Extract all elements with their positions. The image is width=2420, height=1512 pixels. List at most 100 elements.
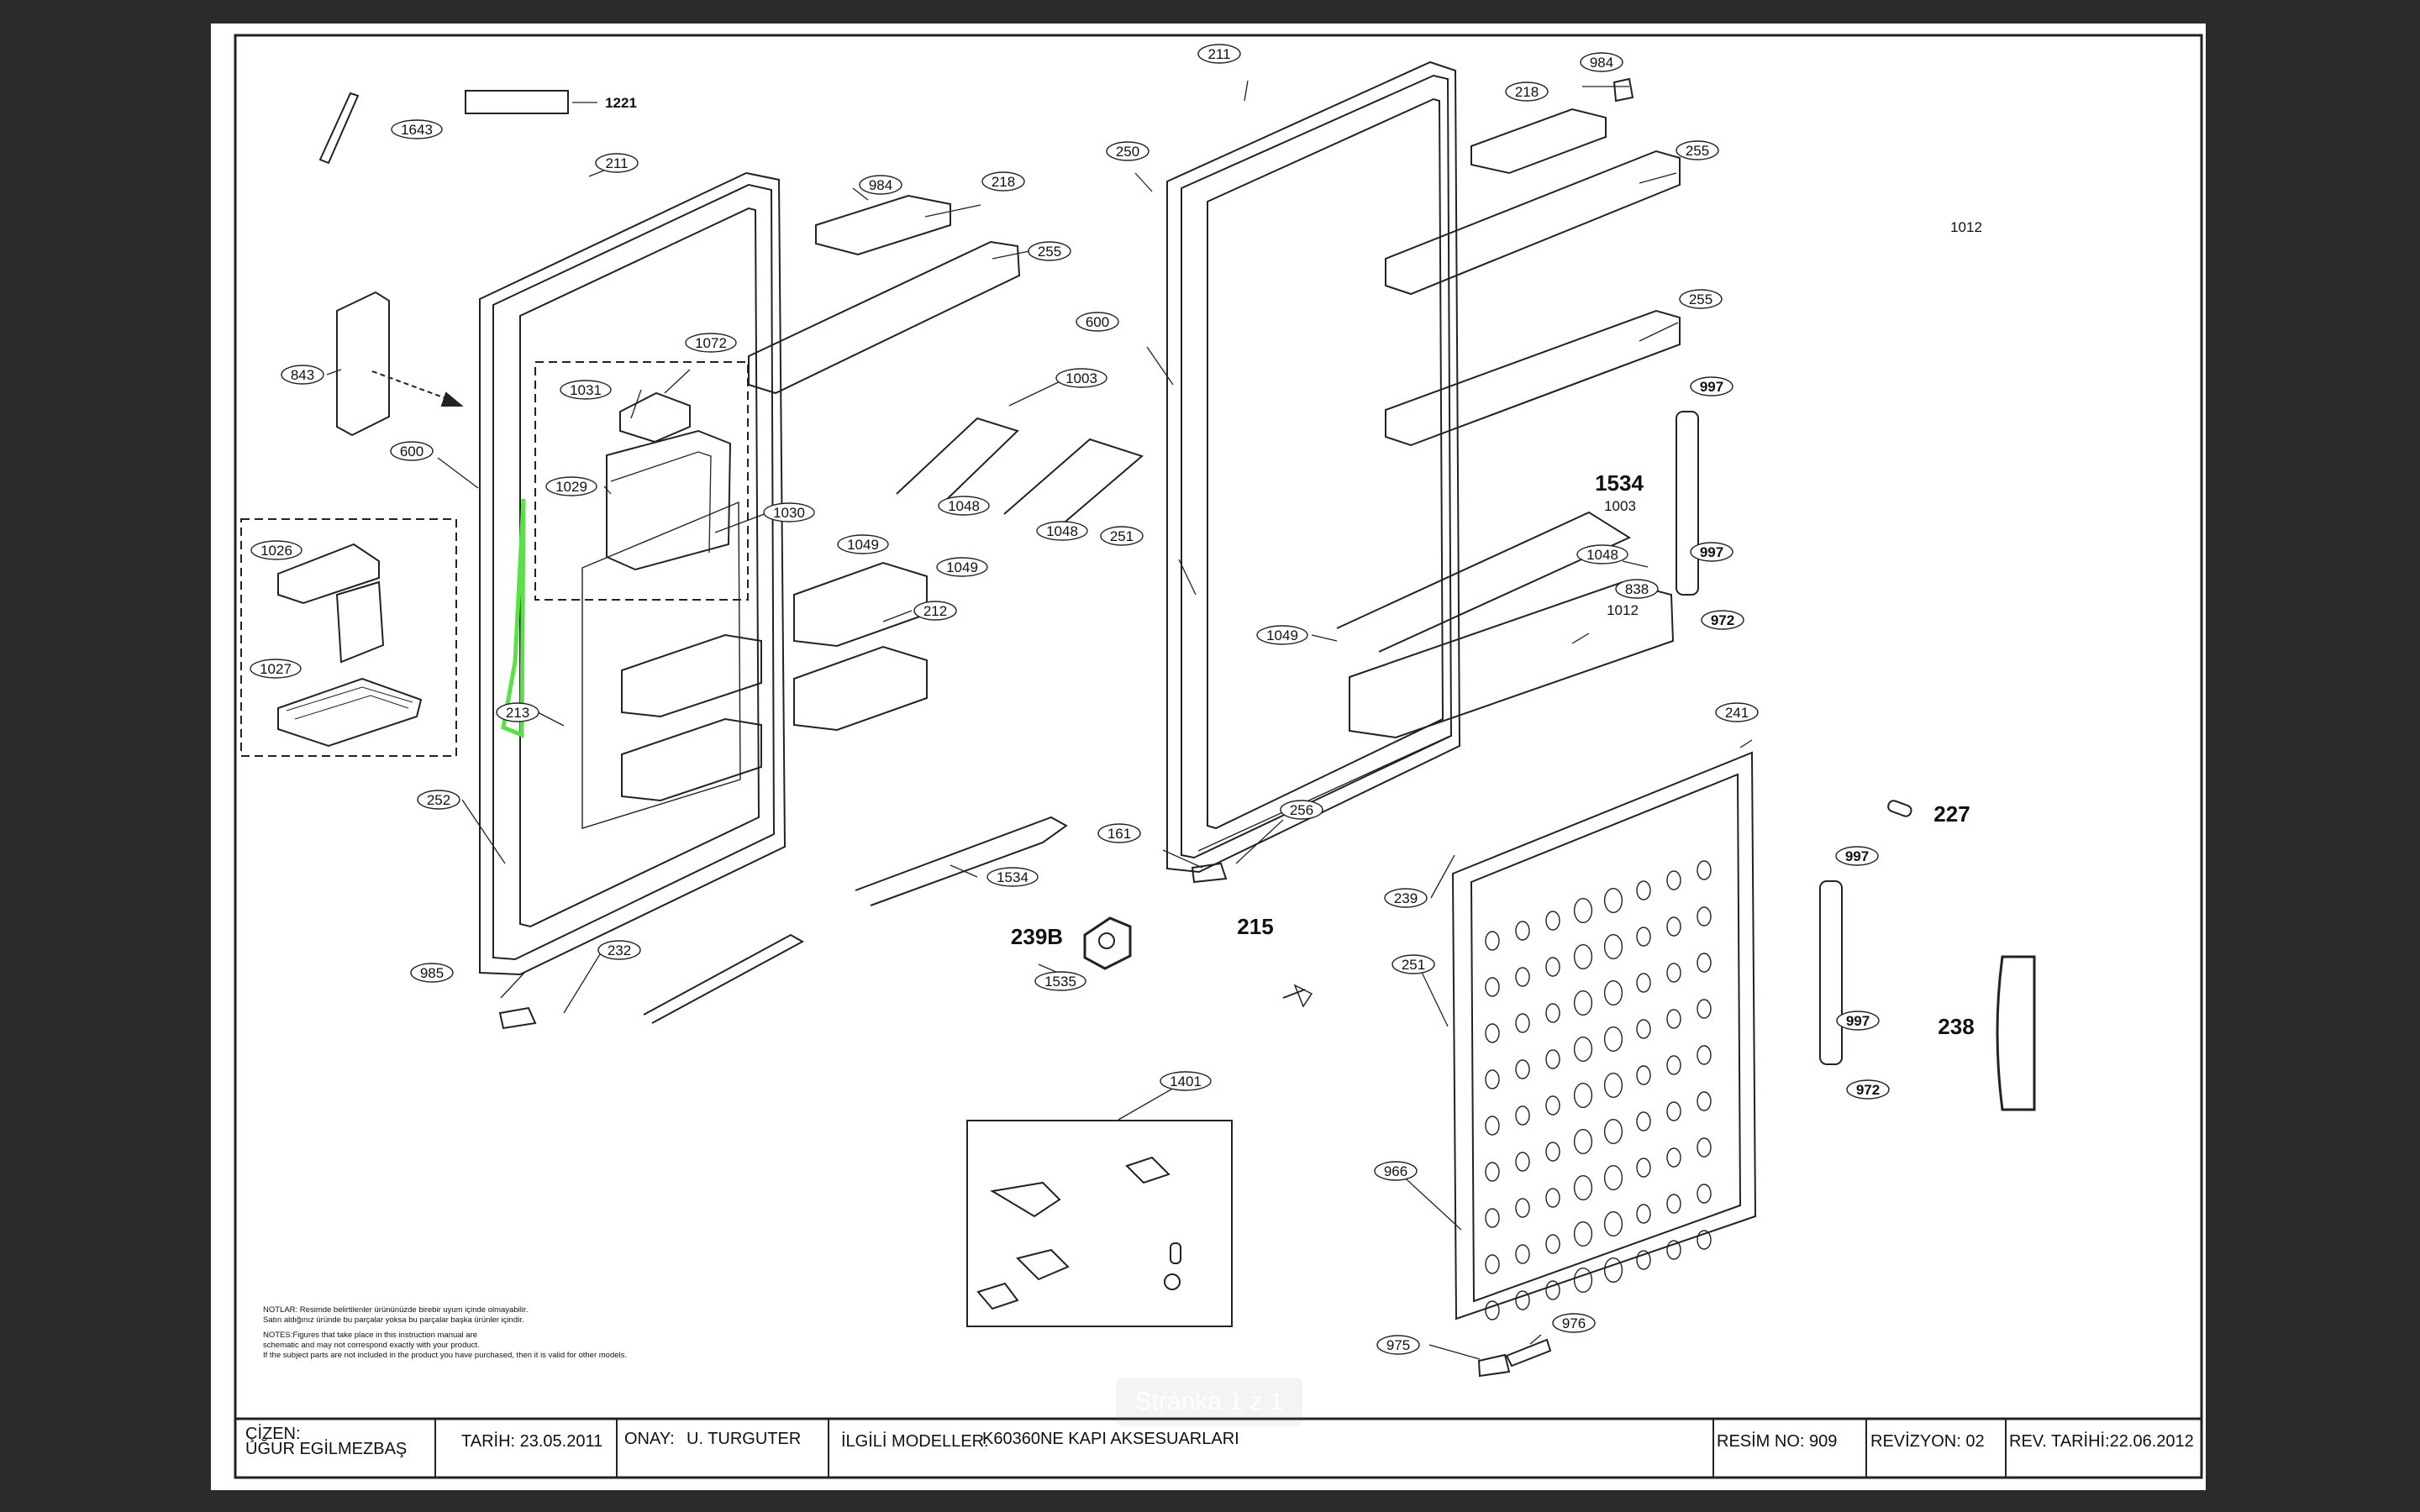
part-callout-250: 250: [1106, 141, 1150, 161]
door-dimple: [1697, 860, 1712, 880]
callout-ellipse: [545, 476, 597, 496]
callout-ellipse: [410, 963, 454, 983]
drawn-by-label: ÇİZEN:: [245, 1425, 301, 1443]
door-dimple: [1545, 911, 1560, 931]
part-number-232: 232: [608, 942, 631, 958]
handle-upper: [1676, 411, 1699, 596]
callout-ellipse: [1106, 141, 1150, 161]
part-1401-kit: [966, 1120, 1233, 1327]
part-callout-256: 256: [1280, 800, 1323, 820]
part-number-997: 997: [1846, 1013, 1870, 1029]
part-number-997: 997: [1845, 848, 1869, 864]
door-dimple: [1485, 1023, 1500, 1043]
callout-ellipse: [1690, 542, 1733, 562]
door-dimple: [1603, 1164, 1623, 1190]
part-callout-1049: 1049: [1256, 625, 1308, 645]
part-number-972: 972: [1856, 1082, 1880, 1098]
door-dimple: [1545, 1049, 1560, 1069]
part-callout-1012: 1012: [1950, 219, 1982, 235]
door-dimple: [1697, 953, 1712, 973]
part-callout-984: 984: [859, 175, 902, 195]
part-callout-985: 985: [410, 963, 454, 983]
callout-ellipse: [1280, 800, 1323, 820]
part-callout-997: 997: [1690, 376, 1733, 396]
part-callout-238: 238: [1938, 1014, 1974, 1039]
door-dimple: [1515, 921, 1530, 941]
door-dimple: [1515, 1059, 1530, 1079]
part-number-1535: 1535: [1044, 974, 1076, 990]
part-callout-997: 997: [1835, 846, 1879, 866]
callout-ellipse: [391, 119, 443, 139]
part-callout-1072: 1072: [685, 333, 737, 353]
callout-ellipse: [1392, 954, 1435, 974]
part-number-976: 976: [1562, 1315, 1586, 1331]
part-callout-232: 232: [597, 940, 641, 960]
door-dimple: [1666, 1147, 1681, 1168]
door-dimple: [1636, 927, 1651, 947]
door-dimple: [1603, 1026, 1623, 1052]
part-number-211: 211: [605, 155, 628, 171]
models-value: K60360NE KAPI AKSESUARLARI: [982, 1430, 1239, 1448]
door-dimple: [1636, 1158, 1651, 1178]
callout-ellipse: [1676, 140, 1719, 160]
part-number-1027: 1027: [260, 661, 292, 677]
callout-ellipse: [597, 940, 641, 960]
callout-ellipse: [986, 867, 1039, 887]
part-callout-255: 255: [1676, 140, 1719, 160]
part-number-252: 252: [427, 792, 450, 808]
door-dimple: [1545, 1280, 1560, 1300]
door-dimple: [1545, 1234, 1560, 1254]
part-number-1221: 1221: [605, 95, 637, 111]
approval-value: U. TURGUTER: [687, 1430, 802, 1448]
exploded-parts-diagram: 1643122121198421825584310721031600102910…: [234, 34, 2203, 1479]
part-number-1049: 1049: [946, 559, 978, 575]
door-dimple: [1485, 1254, 1500, 1274]
part-number-1072: 1072: [695, 335, 727, 351]
part-number-1643: 1643: [401, 122, 433, 138]
part-1643-shape: [318, 92, 360, 165]
callout-ellipse: [1835, 846, 1879, 866]
part-number-256: 256: [1290, 802, 1313, 818]
page-indicator[interactable]: Stránka 1 z 1: [1116, 1378, 1302, 1426]
part-callout-600: 600: [1076, 312, 1119, 332]
part-number-984: 984: [1590, 55, 1613, 71]
part-number-250: 250: [1116, 144, 1139, 160]
part-callout-1048: 1048: [1576, 544, 1628, 564]
door-dimple: [1573, 897, 1593, 923]
part-number-1048: 1048: [1586, 547, 1618, 563]
callout-ellipse: [1376, 1335, 1420, 1355]
part-callout-1534: 1534: [986, 867, 1039, 887]
part-callout-1031: 1031: [560, 380, 612, 400]
part-callout-251: 251: [1392, 954, 1435, 974]
door-dimple: [1545, 1003, 1560, 1023]
callout-ellipse: [1615, 579, 1659, 599]
callout-ellipse: [417, 790, 460, 810]
part-callout-239: 239: [1384, 888, 1428, 908]
drawn-by-value: UĞUR EGİLMEZBAŞ: [245, 1440, 408, 1458]
callout-ellipse: [981, 171, 1025, 192]
part-number-212: 212: [923, 603, 947, 619]
door-dimple: [1485, 1162, 1500, 1182]
door-dimple: [1697, 1045, 1712, 1065]
part-callout-843: 843: [281, 365, 324, 385]
callout-ellipse: [250, 540, 302, 560]
callout-ellipse: [685, 333, 737, 353]
part-number-239: 239: [1394, 890, 1418, 906]
part-callout-976: 976: [1552, 1313, 1596, 1333]
door-dimple: [1545, 1142, 1560, 1162]
part-number-227: 227: [1933, 801, 1970, 827]
part-callout-838: 838: [1615, 579, 1659, 599]
part-number-215: 215: [1237, 914, 1273, 939]
callout-ellipse: [1160, 1071, 1212, 1091]
callout-ellipse: [1679, 289, 1723, 309]
part-callout-1221: 1221: [605, 95, 637, 111]
callout-ellipse: [1256, 625, 1308, 645]
door-dimple: [1697, 906, 1712, 927]
door-dimple: [1573, 1221, 1593, 1247]
part-callout-1027: 1027: [250, 659, 302, 679]
part-callout-227: 227: [1933, 801, 1970, 827]
door-dimple: [1603, 1118, 1623, 1144]
part-number-211: 211: [1207, 46, 1230, 62]
part-number-1031: 1031: [570, 382, 602, 398]
part-number-218: 218: [992, 174, 1015, 190]
